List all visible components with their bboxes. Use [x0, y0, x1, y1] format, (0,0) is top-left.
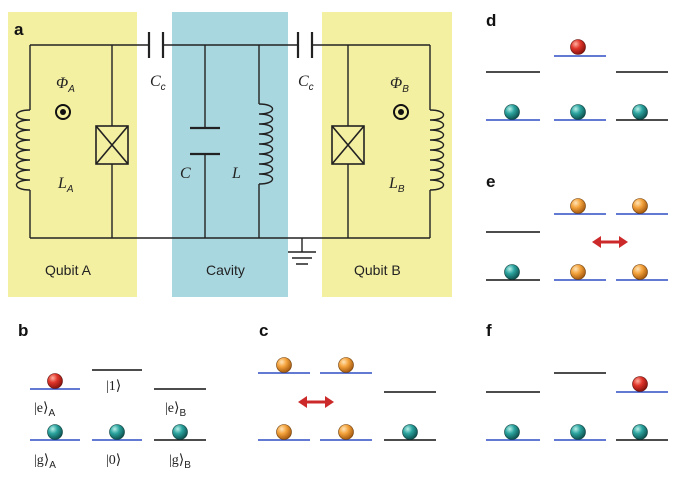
c-label: C	[180, 165, 191, 182]
ball-orange-icon	[338, 424, 354, 440]
ket-one: |1⟩	[106, 379, 121, 394]
l-label: L	[231, 165, 241, 182]
ball-orange-icon	[276, 357, 292, 373]
qubit-b-label: Qubit B	[354, 262, 401, 278]
panel-label-a: a	[14, 20, 24, 39]
panel-label-d: d	[486, 11, 496, 30]
qubit-a-label: Qubit A	[45, 262, 92, 278]
ball-orange-icon	[632, 264, 648, 280]
ket-g-a: |g⟩A	[34, 453, 56, 471]
ball-teal-icon	[402, 424, 418, 440]
la-label: LA	[57, 175, 74, 195]
qubit-b-region	[322, 12, 452, 297]
panel-label-e: e	[486, 172, 495, 191]
panel-f: f	[486, 321, 668, 441]
cavity-label: Cavity	[206, 262, 245, 278]
cc-right-label: Cc	[298, 73, 314, 93]
ball-orange-icon	[632, 198, 648, 214]
panel-b: b |e⟩A |1⟩ |e⟩B |g⟩A |0⟩ |g⟩B	[18, 321, 206, 471]
swap-arrow-icon	[592, 236, 628, 248]
josephson-junction-a	[95, 125, 129, 165]
cc-left-label: Cc	[150, 73, 166, 93]
ket-zero: |0⟩	[106, 453, 121, 468]
panel-c: c	[258, 321, 436, 441]
lb-label: LB	[388, 175, 405, 195]
ket-e-b: |e⟩B	[165, 401, 186, 419]
ball-orange-icon	[570, 198, 586, 214]
ball-red-icon	[570, 39, 586, 55]
ball-teal-icon	[172, 424, 188, 440]
ground-symbol	[288, 238, 316, 265]
inductor-l	[258, 103, 274, 185]
ball-teal-icon	[632, 424, 648, 440]
ball-teal-icon	[47, 424, 63, 440]
ball-teal-icon	[570, 424, 586, 440]
phi-b-label: ΦB	[390, 75, 409, 95]
cavity-region	[172, 12, 288, 297]
ket-e-a: |e⟩A	[34, 401, 55, 419]
inductor-la	[15, 109, 31, 191]
ket-g-b: |g⟩B	[169, 453, 191, 471]
ball-orange-icon	[338, 357, 354, 373]
ball-red-icon	[47, 373, 63, 389]
panel-label-b: b	[18, 321, 28, 340]
circuit-panel: a ΦA LA Qubit A Cc Cc	[8, 12, 452, 297]
josephson-junction-b	[331, 125, 365, 165]
flux-symbol-b-icon	[393, 104, 409, 120]
swap-arrow-icon	[298, 396, 334, 408]
ball-orange-icon	[570, 264, 586, 280]
ball-teal-icon	[504, 264, 520, 280]
qubit-a-region	[8, 12, 137, 297]
ball-teal-icon	[570, 104, 586, 120]
panel-d: d	[486, 11, 668, 121]
ball-orange-icon	[276, 424, 292, 440]
ball-red-icon	[632, 376, 648, 392]
panel-label-f: f	[486, 321, 492, 340]
ball-teal-icon	[504, 424, 520, 440]
ball-teal-icon	[632, 104, 648, 120]
panel-e: e	[486, 172, 668, 281]
ball-teal-icon	[109, 424, 125, 440]
flux-symbol-a-icon	[55, 104, 71, 120]
ball-teal-icon	[504, 104, 520, 120]
panel-label-c: c	[259, 321, 268, 340]
phi-a-label: ΦA	[56, 75, 75, 95]
inductor-lb	[429, 109, 445, 191]
